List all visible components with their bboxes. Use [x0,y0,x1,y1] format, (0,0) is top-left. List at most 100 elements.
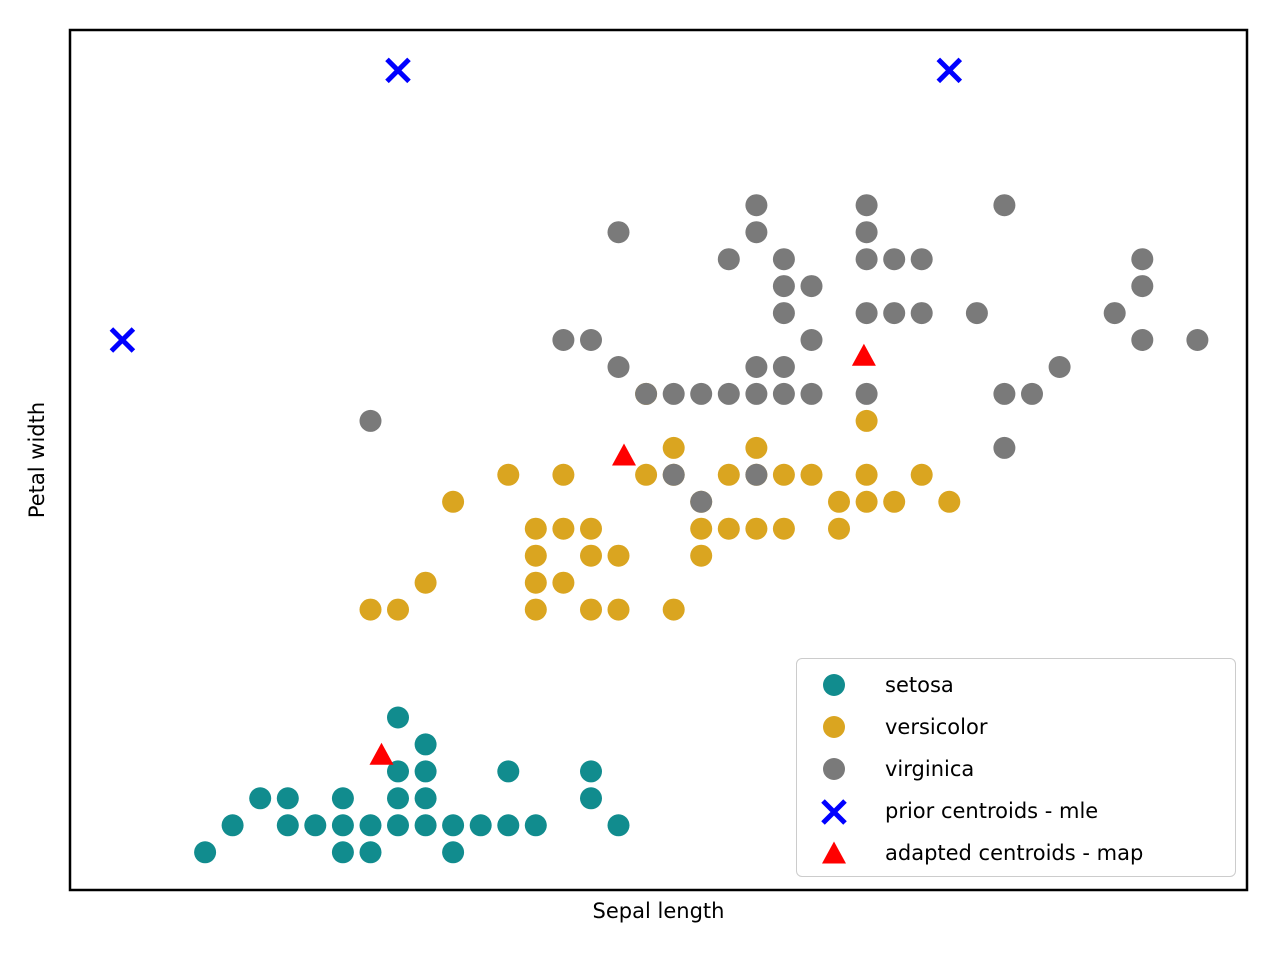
data-point-setosa [414,733,437,756]
plot-frame [68,28,1249,892]
legend: setosa versicolor virginica prior centro… [796,658,1236,877]
data-point-setosa [276,814,299,837]
x-marker-icon [821,798,847,825]
data-point-setosa [387,814,409,837]
data-point-prior-centroids-mle [109,327,136,353]
data-point-versicolor [662,598,685,621]
data-point-versicolor [635,463,658,486]
data-point-virginica [855,194,878,217]
data-point-setosa [359,841,382,864]
data-point-virginica [745,221,768,244]
data-point-versicolor [855,463,878,486]
data-point-versicolor [580,598,602,621]
legend-label-versicolor: versicolor [885,714,988,739]
data-point-virginica [800,382,823,405]
data-point-versicolor [772,517,795,540]
data-point-virginica [772,302,795,325]
data-point-virginica [359,409,382,432]
data-point-virginica [745,382,768,405]
data-point-virginica [662,382,685,405]
data-point-virginica [965,302,988,325]
triangle-marker-icon [822,841,846,864]
data-point-virginica [745,463,768,486]
data-point-setosa [580,760,602,783]
data-point-virginica [580,329,602,351]
data-point-versicolor [828,517,850,540]
data-point-virginica [800,275,823,298]
data-point-versicolor [442,490,465,513]
legend-item-virginica: virginica [797,748,1235,790]
data-point-adapted-centroids-map [369,742,394,765]
data-point-setosa [414,787,437,810]
data-point-virginica [1131,275,1154,298]
data-point-adapted-centroids-map [612,443,636,466]
data-point-virginica [717,248,740,271]
data-point-versicolor [690,517,713,540]
data-point-versicolor [607,598,630,621]
data-point-setosa [221,814,244,837]
data-point-virginica [855,248,878,271]
data-point-setosa [414,814,437,837]
data-point-virginica [800,329,823,351]
data-point-setosa [249,787,272,810]
data-point-versicolor [387,598,409,621]
data-point-setosa [194,841,217,864]
data-point-setosa [331,787,354,810]
data-point-setosa [331,841,354,864]
data-point-setosa [497,814,520,837]
data-point-versicolor [580,544,602,567]
data-point-virginica [1103,302,1126,325]
data-point-setosa [442,814,465,837]
data-point-versicolor [800,463,823,486]
legend-label-prior-centroids: prior centroids - mle [885,799,1099,824]
data-point-versicolor [497,463,520,486]
data-point-virginica [993,382,1016,405]
data-point-prior-centroids-mle [936,57,963,84]
data-point-virginica [552,329,575,351]
legend-item-setosa: setosa [797,664,1235,706]
data-point-setosa [387,760,409,783]
virginica-circle-icon [823,758,845,781]
data-point-setosa [276,787,299,810]
data-point-versicolor [414,571,437,594]
data-point-versicolor [580,517,602,540]
y-axis-label: Petal width [25,401,49,519]
data-point-virginica [910,302,933,325]
data-point-virginica [1186,329,1209,351]
data-point-prior-centroids-mle [385,57,411,84]
data-point-versicolor [524,598,547,621]
data-point-versicolor [662,436,685,459]
data-point-versicolor [828,490,850,513]
data-point-versicolor [552,571,575,594]
data-point-virginica [717,382,740,405]
data-point-versicolor [772,463,795,486]
data-point-virginica [772,275,795,298]
data-points-layer [109,57,1209,864]
x-axis-label: Sepal length [592,899,725,923]
data-point-virginica [1048,356,1071,378]
data-point-virginica [1131,329,1154,351]
setosa-circle-icon [823,674,845,697]
data-point-virginica [910,248,933,271]
data-point-virginica [993,436,1016,459]
data-point-setosa [524,814,547,837]
data-point-virginica [855,382,878,405]
data-point-versicolor [552,517,575,540]
data-point-setosa [414,760,437,783]
data-point-virginica [883,302,906,325]
legend-label-virginica: virginica [885,756,975,781]
data-point-setosa [331,814,354,837]
data-point-virginica [772,356,795,378]
data-point-versicolor [359,598,382,621]
data-point-versicolor [552,463,575,486]
data-point-versicolor [855,409,878,432]
data-point-setosa [359,814,382,837]
data-point-versicolor [745,436,768,459]
data-point-setosa [387,787,409,810]
data-point-versicolor [938,490,961,513]
data-point-versicolor [524,517,547,540]
data-point-versicolor [524,571,547,594]
data-point-virginica [993,194,1016,217]
data-point-versicolor [745,517,768,540]
